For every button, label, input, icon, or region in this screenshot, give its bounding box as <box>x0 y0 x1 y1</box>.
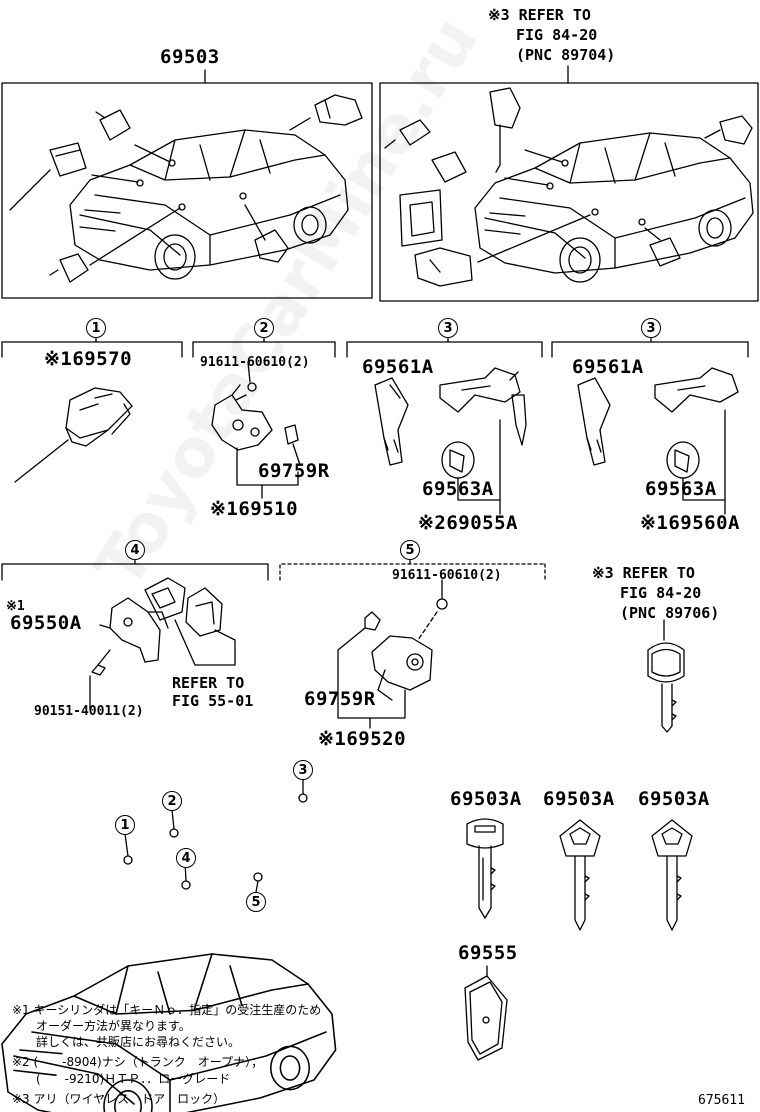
s2-bolt-label[interactable]: 91611-60610(2) <box>200 355 310 370</box>
note-line-4: ※2 ( -8904)ナシ（トランク オープナ）； <box>12 1055 264 1069</box>
s3b-pad-label[interactable]: 69563A <box>645 478 717 500</box>
car-marker-2: 2 <box>162 791 182 811</box>
s4-note-mark: ※1 <box>6 599 25 614</box>
ref-mid-line3[interactable]: (PNC 89706) <box>620 604 720 622</box>
note-line-2: オーダー方法が異なります。 <box>12 1019 191 1033</box>
ref-top-line2: FIG 84-20 <box>516 26 598 44</box>
ref-mid-line2[interactable]: FIG 84-20 <box>620 584 702 602</box>
car-marker-4: 4 <box>176 848 196 868</box>
ref-top-line1: ※3 REFER TO <box>488 6 591 24</box>
note-line-1: ※1 キーシリンダは「キーＮｏ．指定」の受注生産のため <box>12 1003 322 1017</box>
s5-bolt-label[interactable]: 91611-60610(2) <box>392 568 502 583</box>
s4-ref-line2[interactable]: FIG 55-01 <box>172 692 254 710</box>
part-main-label[interactable]: 69503 <box>160 46 220 68</box>
note-line-6: ※3 アリ（ワイヤレス ドア ロック） <box>12 1092 226 1106</box>
car-marker-5: 5 <box>246 892 266 912</box>
s3a-pad-label[interactable]: 69563A <box>422 478 494 500</box>
plate-label[interactable]: 69555 <box>458 942 518 964</box>
s1-part-label[interactable]: ※169570 <box>44 348 133 370</box>
s5-assy-label[interactable]: ※169520 <box>318 728 407 750</box>
key-label-1[interactable]: 69503A <box>450 788 522 810</box>
key-label-3[interactable]: 69503A <box>638 788 710 810</box>
s5-part-a-label[interactable]: 69759R <box>304 688 376 710</box>
s4-ref-line1[interactable]: REFER TO <box>172 674 245 692</box>
section-5-marker: 5 <box>400 540 420 560</box>
ref-top-line3: (PNC 89704) <box>516 46 616 64</box>
note-line-3: 詳しくは、共販店にお尋ねください。 <box>12 1035 241 1049</box>
car-marker-3: 3 <box>293 760 313 780</box>
s3a-part-label[interactable]: 69561A <box>362 356 434 378</box>
s4-screw-label[interactable]: 90151-40011(2) <box>34 704 144 719</box>
car-marker-1: 1 <box>115 815 135 835</box>
s2-part-a-label[interactable]: 69759R <box>258 460 330 482</box>
figure-number: 675611 <box>698 1093 745 1108</box>
section-4-marker: 4 <box>125 540 145 560</box>
key-label-2[interactable]: 69503A <box>543 788 615 810</box>
s2-assy-label[interactable]: ※169510 <box>210 498 299 520</box>
s3a-assy-label[interactable]: ※269055A <box>418 512 518 534</box>
section-3b-marker: 3 <box>641 318 661 338</box>
s3b-part-label[interactable]: 69561A <box>572 356 644 378</box>
note-line-5: ( -9210)ＨＴＰ．．ローグレード <box>12 1072 231 1086</box>
section-1-marker: 1 <box>86 318 106 338</box>
s4-part-label[interactable]: 69550A <box>10 612 82 634</box>
s3b-assy-label[interactable]: ※169560A <box>640 512 740 534</box>
section-3a-marker: 3 <box>438 318 458 338</box>
section-2-marker: 2 <box>254 318 274 338</box>
ref-mid-line1[interactable]: ※3 REFER TO <box>592 564 695 582</box>
